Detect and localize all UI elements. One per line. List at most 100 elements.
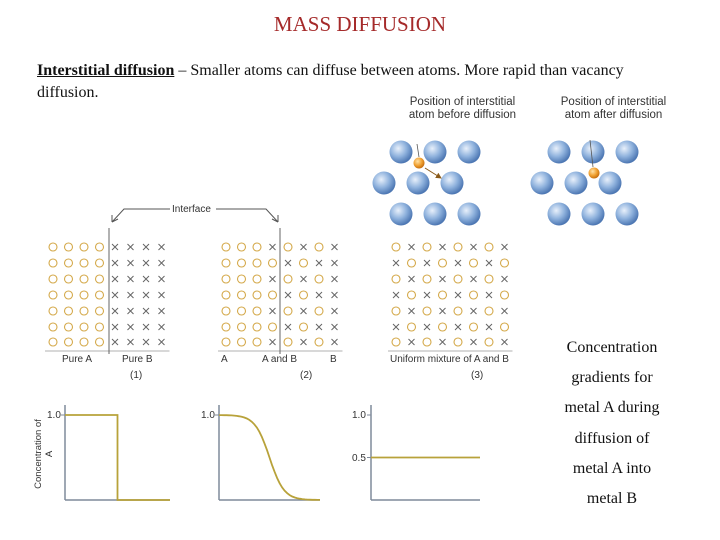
atom-b-symbol — [331, 307, 338, 315]
host-atom — [423, 202, 447, 226]
x-mark — [485, 323, 493, 331]
x-mark — [315, 259, 323, 267]
x-mark — [501, 243, 508, 251]
x-mark — [392, 323, 400, 331]
atom-a-symbol — [221, 242, 231, 252]
atom-b-symbol — [439, 275, 446, 283]
x-mark — [111, 259, 119, 267]
atom-a-symbol — [437, 290, 448, 300]
x-mark — [331, 275, 338, 283]
atom-a-symbol — [406, 322, 417, 332]
after-caption-line1: Position of interstitial — [560, 96, 667, 108]
atom-b-symbol — [127, 307, 134, 315]
atom-a-symbol — [79, 242, 89, 252]
atom-a-symbol — [252, 242, 262, 252]
atom-a-symbol — [298, 322, 309, 332]
atom-a-symbol — [283, 274, 293, 284]
atom-a-symbol — [221, 322, 231, 332]
side-line-1: Concentration — [566, 339, 658, 356]
atom-a-symbol — [221, 337, 231, 347]
atom-b-symbol — [111, 259, 119, 267]
atom-b-symbol — [300, 275, 307, 283]
atom-a-symbol — [79, 258, 89, 268]
atom-b-symbol — [331, 323, 338, 331]
interface-label: Interface — [172, 204, 211, 215]
atom-a-symbol — [79, 306, 89, 316]
x-mark — [501, 338, 508, 346]
x-mark — [392, 291, 400, 299]
atom-b-symbol — [470, 275, 477, 283]
x-mark — [158, 307, 165, 315]
atom-b-symbol — [111, 243, 119, 251]
atom-a-symbol — [79, 322, 89, 332]
x-mark — [142, 243, 150, 251]
atom-a-symbol — [406, 290, 417, 300]
x-mark — [470, 307, 477, 315]
panel1-number: (1) — [130, 370, 143, 381]
page-title: MASS DIFFUSION — [273, 12, 447, 36]
atom-a-symbol — [63, 242, 74, 252]
atom-a-symbol — [453, 337, 463, 347]
atom-b-symbol — [284, 259, 292, 267]
atom-a-symbol — [437, 258, 448, 268]
x-mark — [331, 338, 338, 346]
atom-b-symbol — [501, 275, 508, 283]
panel3-caption: Uniform mixture of A and B — [390, 354, 509, 365]
chart1-ytick: 1.0 — [47, 410, 61, 421]
atom-b-symbol — [485, 259, 493, 267]
atom-b-symbol — [439, 307, 446, 315]
host-atom — [457, 140, 481, 164]
x-mark — [269, 243, 276, 251]
atom-a-symbol — [221, 258, 231, 268]
atom-a-symbol — [468, 258, 479, 268]
atom-a-symbol — [236, 274, 247, 284]
x-mark — [142, 323, 150, 331]
atom-a-symbol — [453, 274, 463, 284]
atom-a-symbol — [422, 274, 432, 284]
x-mark — [501, 307, 508, 315]
atom-a-symbol — [79, 290, 89, 300]
x-mark — [158, 259, 165, 267]
x-mark — [158, 275, 165, 283]
x-mark — [142, 259, 150, 267]
atom-b-symbol — [423, 323, 431, 331]
atom-b-symbol — [300, 338, 307, 346]
x-mark — [454, 259, 462, 267]
atom-a-symbol — [484, 274, 494, 284]
atom-a-symbol — [236, 258, 247, 268]
atom-b-symbol — [158, 323, 165, 331]
atom-b-symbol — [127, 243, 134, 251]
chart2-ytick: 1.0 — [201, 410, 215, 421]
atom-a-symbol — [79, 274, 89, 284]
x-mark — [331, 291, 338, 299]
atom-b-symbol — [111, 275, 119, 283]
host-atom — [389, 140, 413, 164]
atom-a-symbol — [283, 242, 293, 252]
atom-a-symbol — [63, 322, 74, 332]
atom-a-symbol — [314, 242, 324, 252]
atom-a-symbol — [94, 337, 105, 347]
x-mark — [408, 338, 415, 346]
x-mark — [158, 323, 165, 331]
atom-b-symbol — [315, 291, 323, 299]
x-mark — [439, 338, 446, 346]
atom-b-symbol — [142, 243, 150, 251]
panel2-number: (2) — [300, 370, 313, 381]
atom-a-symbol — [94, 274, 105, 284]
panel1-left-label: Pure A — [62, 354, 93, 365]
atom-a-symbol — [48, 337, 58, 347]
atom-a-symbol — [94, 290, 105, 300]
atom-b-symbol — [454, 323, 462, 331]
x-mark — [300, 243, 307, 251]
atom-b-symbol — [423, 259, 431, 267]
atom-b-symbol — [269, 275, 276, 283]
atom-b-symbol — [331, 259, 338, 267]
atom-b-symbol — [142, 307, 150, 315]
atom-a-symbol — [314, 274, 324, 284]
x-mark — [127, 243, 134, 251]
x-mark — [142, 307, 150, 315]
atom-a-symbol — [484, 242, 494, 252]
after-pointer — [589, 139, 594, 168]
